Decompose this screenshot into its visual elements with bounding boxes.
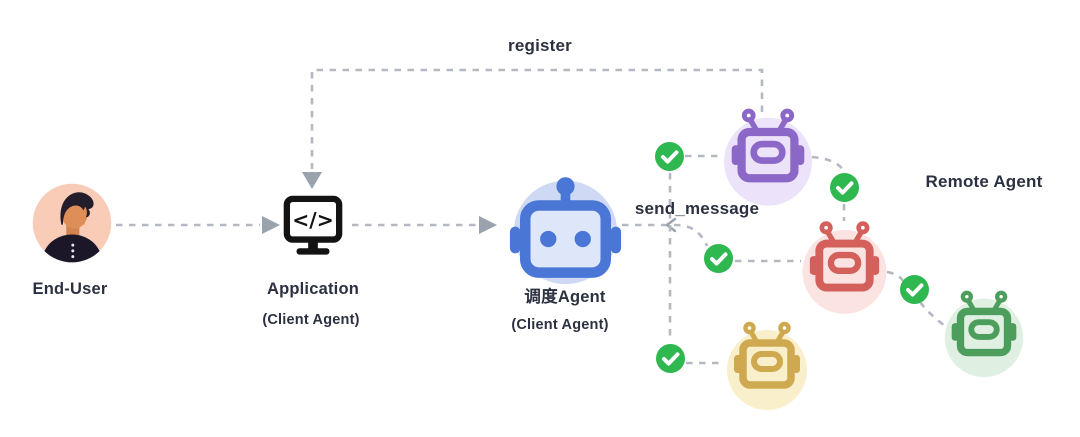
edge-register bbox=[310, 68, 764, 169]
remote-agent-green bbox=[935, 282, 1033, 380]
checkmark-icon bbox=[655, 343, 686, 374]
register-edge-label: register bbox=[508, 36, 572, 55]
remote-agent-yellow bbox=[717, 313, 817, 413]
end-user-label: End-User bbox=[32, 280, 108, 298]
checkmark-icon bbox=[899, 274, 930, 305]
scheduler-sublabel: (Client Agent) bbox=[511, 317, 609, 333]
application-node bbox=[282, 195, 344, 257]
end-user-avatar-icon bbox=[31, 182, 113, 264]
junction-chevron bbox=[665, 217, 677, 233]
arrowhead-into-application bbox=[262, 216, 280, 234]
application-label: Application bbox=[266, 280, 360, 298]
robot-icon bbox=[935, 282, 1033, 380]
edge-check-to-green bbox=[918, 301, 945, 327]
checkmark-icon bbox=[829, 172, 860, 203]
arrowhead-register-down bbox=[302, 172, 322, 189]
arrowhead-into-scheduler bbox=[479, 216, 497, 234]
edge-send-message bbox=[622, 223, 709, 247]
edge-red-to-check bbox=[886, 270, 905, 282]
robot-icon bbox=[717, 313, 817, 413]
send-message-edge-label: send_message bbox=[634, 199, 760, 218]
scheduler-agent-node bbox=[508, 171, 623, 286]
checkmark-icon bbox=[654, 141, 685, 172]
checkmark-icon bbox=[703, 243, 734, 274]
application-sublabel: (Client Agent) bbox=[262, 312, 360, 328]
scheduler-label: 调度Agent bbox=[524, 288, 606, 306]
end-user-node bbox=[31, 182, 113, 264]
scheduler-robot-icon bbox=[508, 171, 623, 286]
edge-purple-to-check bbox=[811, 155, 845, 171]
remote-agent-purple bbox=[713, 99, 823, 209]
application-monitor-code-icon bbox=[282, 195, 344, 257]
remote-agent-group-label: Remote Agent bbox=[925, 172, 1043, 191]
robot-icon bbox=[792, 212, 897, 317]
remote-agent-red bbox=[792, 212, 897, 317]
robot-icon bbox=[713, 99, 823, 209]
